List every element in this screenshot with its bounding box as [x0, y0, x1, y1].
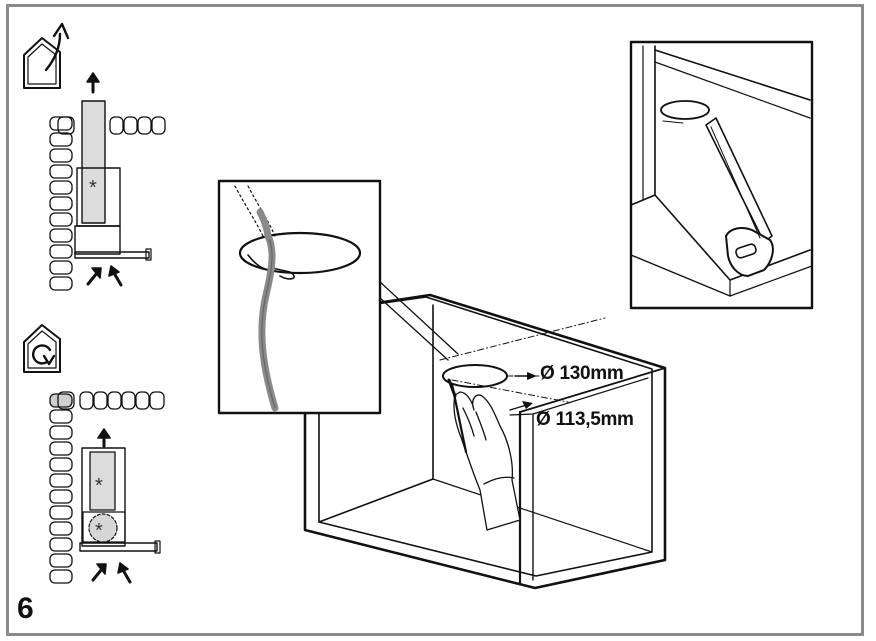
hand-marking-icon — [447, 378, 521, 531]
recirculation-arrow-up — [97, 428, 111, 448]
recirculation-hood-unit — [79, 447, 161, 554]
saw-detail-panel — [629, 40, 814, 310]
ducted-mode-icon — [23, 22, 70, 89]
inner-diameter-leader — [509, 401, 533, 411]
outer-diameter-label: Ø 130mm — [540, 363, 624, 384]
recirculation-filter-marker: * — [95, 475, 103, 497]
zoom-leader — [379, 281, 459, 361]
wall-cabinet — [303, 293, 667, 590]
cable-detail-panel — [217, 179, 382, 415]
cabinet-cut-hole — [439, 317, 606, 403]
ducted-brick-wall — [49, 116, 166, 291]
ducted-hood-unit — [74, 100, 152, 261]
recirculation-brick-wall — [49, 391, 165, 584]
ducted-intake-arrows — [86, 265, 123, 287]
diagram-frame — [6, 4, 864, 636]
inner-diameter-label: Ø 113,5mm — [536, 409, 634, 430]
recirculation-mode-icon — [23, 324, 61, 373]
step-number: 6 — [17, 592, 34, 625]
saw-icon — [705, 117, 774, 277]
ducted-filter-marker: * — [89, 177, 97, 199]
ducted-mode-arrow-up — [86, 72, 100, 94]
carbon-filter-marker: * — [95, 520, 103, 542]
recirculation-intake-arrows — [91, 562, 132, 584]
